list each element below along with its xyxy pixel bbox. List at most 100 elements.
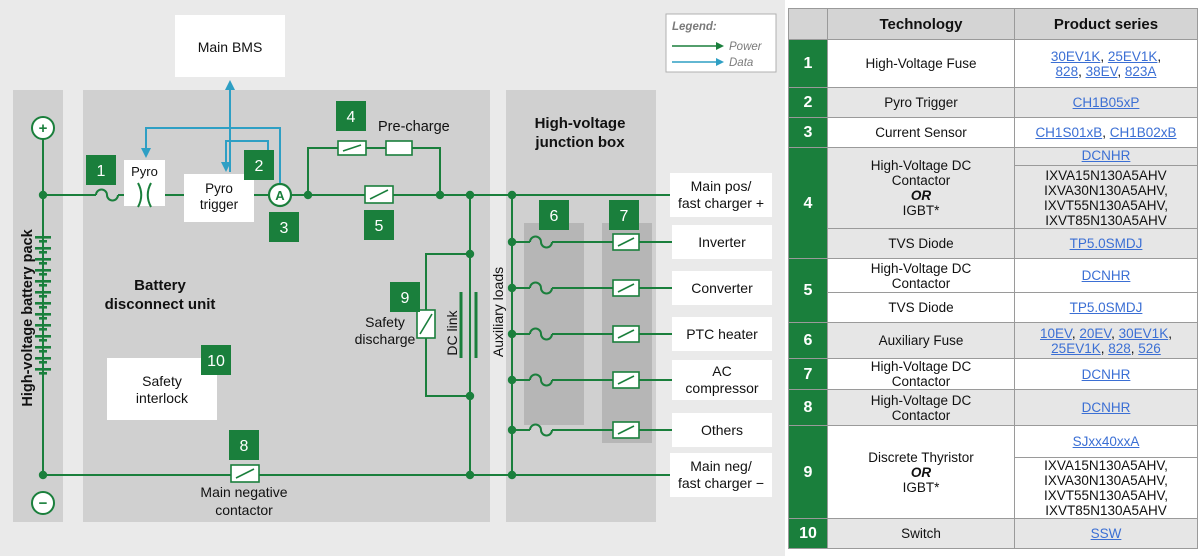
product-cell: SSW (1014, 518, 1198, 549)
legend-power-label: Power (729, 41, 763, 53)
output-inverter-label: Inverter (698, 234, 746, 250)
row-number: 2 (788, 87, 828, 118)
product-link[interactable]: TP5.0SMDJ (1069, 300, 1143, 315)
legend-title: Legend: (672, 21, 717, 33)
dc-link-label: DC link (444, 309, 460, 355)
battery-cell-long (35, 247, 51, 250)
product-link[interactable]: TP5.0SMDJ (1069, 236, 1143, 251)
tech-text: Discrete Thyristor (868, 449, 974, 465)
product-cell: DCNHR (1014, 258, 1198, 293)
product-link[interactable]: 30EV1K (1118, 325, 1169, 341)
badge-5 (364, 210, 394, 240)
tech-text: High-Voltage DC (870, 158, 972, 173)
battery-cell-short (39, 328, 47, 331)
product-link[interactable]: 10EV (1040, 325, 1072, 341)
current-sensor-icon (267, 182, 293, 208)
main-neg-label-line-1: fast charger − (678, 475, 764, 491)
safety-discharge-label-line-1: discharge (355, 331, 416, 347)
table-header-row: Technology Product series (788, 8, 1198, 40)
product-text: IXVT55N130A5AHV, (1043, 488, 1169, 503)
separator-text: , (1078, 63, 1086, 79)
product-link[interactable]: SJxx40xxA (1072, 434, 1140, 449)
product-link[interactable]: DCNHR (1081, 148, 1131, 163)
battery-cell-long (35, 357, 51, 360)
product-link[interactable]: DCNHR (1081, 400, 1131, 415)
badge-4 (336, 101, 366, 131)
tech-cell: Pyro Trigger (827, 87, 1015, 118)
main-negative-contactor-switch (235, 468, 255, 479)
product-link[interactable]: SSW (1090, 526, 1122, 541)
product-link[interactable]: 38EV (1085, 63, 1118, 79)
product-link[interactable]: 20EV (1079, 325, 1112, 341)
battery-cell-long (35, 368, 51, 371)
badge-5-label: 5 (375, 218, 384, 235)
battery-cell-long (35, 346, 51, 349)
battery-plus-terminal (31, 116, 55, 140)
precharge-contactor-switch (342, 144, 362, 152)
product-link[interactable]: 25EV1K (1107, 48, 1158, 64)
product-link[interactable]: 25EV1K (1051, 340, 1101, 356)
pyro-symbol-right (146, 182, 152, 208)
main-positive-contactor-switch (369, 189, 389, 200)
row-number: 1 (788, 39, 828, 88)
separator-text: , (1102, 125, 1110, 140)
battery-cell-long (35, 236, 51, 239)
row-number: 3 (788, 117, 828, 148)
product-link[interactable]: CH1B05xP (1072, 95, 1140, 110)
bms-data-arrow (225, 80, 235, 90)
product-link[interactable]: DCNHR (1081, 366, 1131, 382)
main-pos-label-line-1: fast charger + (678, 195, 764, 211)
row-number: 5 (788, 258, 828, 323)
main-bms-label: Main BMS (198, 39, 263, 55)
product-link[interactable]: DCNHR (1081, 268, 1131, 283)
row-number: 9 (788, 425, 828, 519)
tech-text: High-Voltage DC (870, 359, 972, 374)
precharge-wire-c (412, 147, 441, 195)
badge-9 (390, 282, 420, 312)
output-converter-label: Converter (691, 280, 753, 296)
product-link[interactable]: 828 (1108, 340, 1131, 356)
separator-text: , (1100, 48, 1108, 64)
product-link[interactable]: 30EV1K (1050, 48, 1101, 64)
product-cell: DCNHR (1014, 389, 1198, 426)
product-cell: CH1S01xB, CH1B02xB (1014, 117, 1198, 148)
battery-cell-short (39, 372, 47, 375)
product-link[interactable]: CH1S01xB (1035, 125, 1103, 140)
main-fuse-symbol (95, 188, 119, 202)
current-sensor-label: A (275, 188, 285, 203)
battery-cell-long (35, 335, 51, 338)
tech-text: Contactor (891, 374, 951, 389)
product-list-cell: IXVA15N130A5AHV,IXVA30N130A5AHV,IXVT55N1… (1014, 457, 1198, 519)
header-technology: Technology (827, 8, 1015, 40)
safety-interlock-label-line-0: Safety (142, 373, 182, 389)
badge-2-label: 2 (255, 158, 264, 175)
product-link[interactable]: 526 (1138, 340, 1161, 356)
aux-fuse-converter (529, 281, 553, 295)
badge-3 (269, 212, 299, 242)
row-number: 10 (788, 518, 828, 549)
product-link[interactable]: 823A (1124, 63, 1157, 79)
battery-cell-short (39, 339, 47, 342)
table-row: IXVA15N130A5AHV,IXVA30N130A5AHV,IXVT55N1… (789, 457, 1198, 519)
badge-1-label: 1 (97, 163, 106, 180)
product-cell: TP5.0SMDJ (1014, 292, 1198, 323)
tech-text: Contactor (891, 407, 951, 423)
pyro-trigger-box (184, 174, 254, 222)
junction-dot (38, 470, 48, 480)
product-link[interactable]: CH1B02xB (1109, 125, 1177, 140)
product-link[interactable]: 828 (1055, 63, 1079, 79)
battery-cell-short (39, 317, 47, 320)
aux-fuse-ptc-heater (529, 327, 553, 341)
pyro-symbol-left (137, 182, 143, 208)
output-ptc-heater-label: PTC heater (686, 326, 758, 342)
safety-interlock-label-line-1: interlock (136, 390, 189, 406)
main-neg-box (670, 453, 772, 497)
battery-cell-short (39, 240, 47, 243)
